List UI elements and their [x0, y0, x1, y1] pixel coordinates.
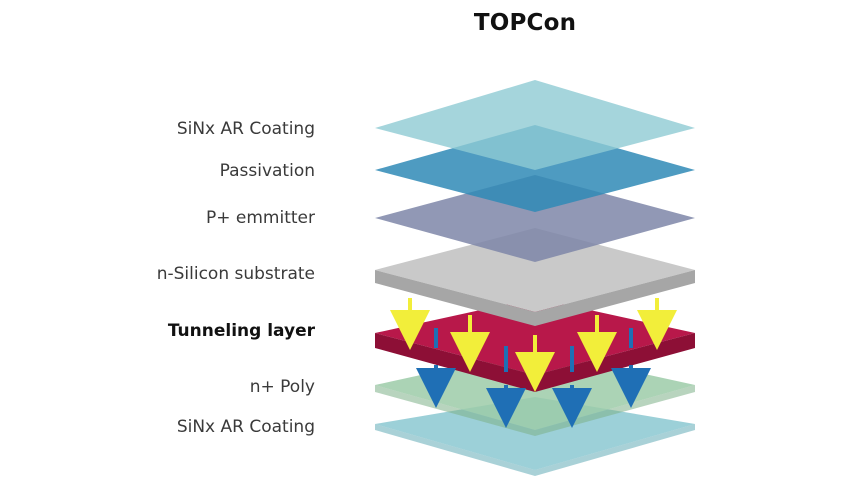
- layer-label-sinx-bottom: SiNx AR Coating: [176, 417, 315, 437]
- layer-label-sinx-top: SiNx AR Coating: [176, 119, 315, 139]
- layer-label-n-silicon: n-Silicon substrate: [156, 264, 315, 284]
- yellow-arrows: [390, 298, 677, 392]
- layer-label-n-poly: n+ Poly: [249, 377, 315, 397]
- diagram-title: TOPCon: [473, 10, 577, 36]
- layer-sinx-top: [375, 80, 695, 170]
- layer-label-passivation: Passivation: [219, 161, 315, 181]
- blue-arrows: [416, 328, 651, 428]
- layer-p-emitter: [375, 175, 695, 262]
- layer-label-p-emitter: P+ emmitter: [206, 208, 315, 228]
- layer-label-tunneling: Tunneling layer: [167, 321, 315, 341]
